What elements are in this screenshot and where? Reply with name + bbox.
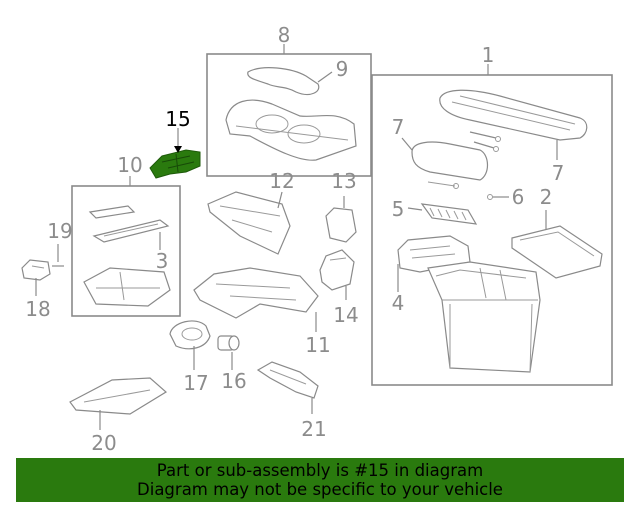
part-6-screw[interactable] bbox=[487, 194, 501, 200]
callout-4: 4 bbox=[392, 291, 405, 315]
part-13-switch[interactable] bbox=[325, 207, 357, 243]
callout-8: 8 bbox=[278, 23, 291, 47]
part-21-bracket[interactable] bbox=[256, 361, 319, 399]
parts-diagram: 1 2 3 4 5 6 7 7 8 9 10 11 12 13 14 15 16… bbox=[21, 23, 613, 455]
part-20-mat[interactable] bbox=[69, 377, 168, 415]
part-16-plug[interactable] bbox=[217, 335, 240, 351]
banner-line-1: Part or sub-assembly is #15 in diagram bbox=[156, 461, 484, 480]
diagram-notice-banner: Part or sub-assembly is #15 in diagram D… bbox=[16, 458, 624, 502]
group-box-8 bbox=[206, 53, 372, 177]
part-3-tray[interactable] bbox=[92, 219, 170, 243]
callout-21: 21 bbox=[301, 417, 326, 441]
callout-18: 18 bbox=[25, 297, 50, 321]
callout-14: 14 bbox=[333, 303, 358, 327]
part-11-frame[interactable] bbox=[193, 267, 319, 319]
callout-2: 2 bbox=[540, 185, 553, 209]
callout-1: 1 bbox=[482, 43, 495, 67]
group-box-1 bbox=[371, 74, 613, 386]
part-7-lid[interactable] bbox=[439, 89, 588, 141]
callout-7-lid: 7 bbox=[552, 161, 565, 185]
part-8-cupholder-trim[interactable] bbox=[225, 99, 357, 161]
part-15-highlighted[interactable] bbox=[149, 149, 201, 179]
part-2-tray[interactable] bbox=[511, 225, 603, 279]
part-1-storage-bin[interactable] bbox=[427, 261, 541, 373]
callout-6: 6 bbox=[512, 185, 525, 209]
callout-19: 19 bbox=[47, 219, 72, 243]
callout-5: 5 bbox=[392, 197, 405, 221]
part-4-bracket[interactable] bbox=[397, 235, 471, 273]
part-10-small-pad[interactable] bbox=[88, 205, 136, 219]
part-7-armrest[interactable] bbox=[411, 141, 489, 189]
callout-20: 20 bbox=[91, 431, 116, 455]
callout-13: 13 bbox=[331, 169, 356, 193]
part-10-base[interactable] bbox=[83, 267, 171, 307]
callout-9: 9 bbox=[336, 57, 349, 81]
part-9-cup-insert[interactable] bbox=[247, 67, 320, 96]
part-18-clip[interactable] bbox=[21, 259, 51, 281]
part-screws bbox=[469, 131, 501, 152]
callout-11: 11 bbox=[305, 333, 330, 357]
callout-12: 12 bbox=[269, 169, 294, 193]
callout-16: 16 bbox=[221, 369, 246, 393]
part-12-bracket[interactable] bbox=[207, 191, 291, 255]
callout-17: 17 bbox=[183, 371, 208, 395]
part-5-hinge[interactable] bbox=[420, 203, 478, 225]
callout-10: 10 bbox=[117, 153, 142, 177]
callout-3: 3 bbox=[156, 249, 169, 273]
part-17-knob[interactable] bbox=[169, 320, 211, 350]
callout-15: 15 bbox=[165, 107, 190, 131]
banner-line-2: Diagram may not be specific to your vehi… bbox=[137, 480, 503, 499]
group-box-10 bbox=[71, 185, 181, 317]
callout-7-armrest: 7 bbox=[392, 115, 405, 139]
part-14-switch[interactable] bbox=[319, 249, 355, 291]
